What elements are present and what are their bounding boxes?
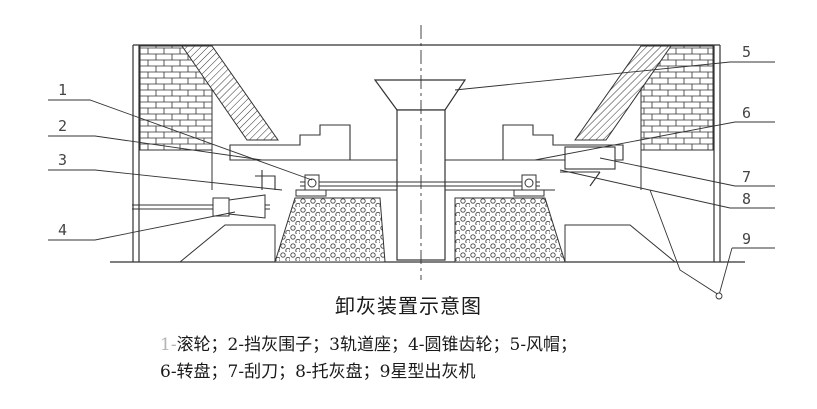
ash-tray-right: [454, 197, 677, 263]
brick-lining-left: [139, 45, 279, 190]
brick-lining-right: [574, 45, 714, 190]
legend-line-1-text: 滚轮；2-挡灰围子；3轨道座；4-圆锥齿轮；5-风帽；: [176, 335, 578, 355]
callout-7: 7: [742, 168, 751, 186]
rollers-and-track-seats: [295, 174, 545, 197]
leader-lines: [48, 61, 775, 300]
bevel-gear-drive: [132, 194, 270, 219]
central-shaft: [300, 25, 540, 280]
callout-5: 5: [742, 43, 751, 61]
callout-4: 4: [58, 221, 67, 239]
callout-6: 6: [742, 104, 751, 122]
discharge-device-diagram: 1 2 3 4 5 6 7 8 9: [48, 25, 775, 300]
callout-labels: 1 2 3 4 5 6 7 8 9: [58, 43, 751, 248]
callout-9: 9: [742, 230, 751, 248]
callout-3: 3: [58, 151, 67, 169]
ash-tray-left: [178, 197, 386, 263]
callout-8: 8: [742, 190, 751, 208]
legend-line-1-prefix: 1-: [160, 335, 177, 355]
legend-line-1: 1-滚轮；2-挡灰围子；3轨道座；4-圆锥齿轮；5-风帽；: [160, 330, 577, 355]
callout-2: 2: [58, 117, 67, 135]
diagram-title: 卸灰装置示意图: [335, 294, 482, 318]
callout-1: 1: [58, 81, 67, 99]
legend-line-2: 6-转盘；7-刮刀；8-托灰盘；9星型出灰机: [160, 362, 476, 382]
